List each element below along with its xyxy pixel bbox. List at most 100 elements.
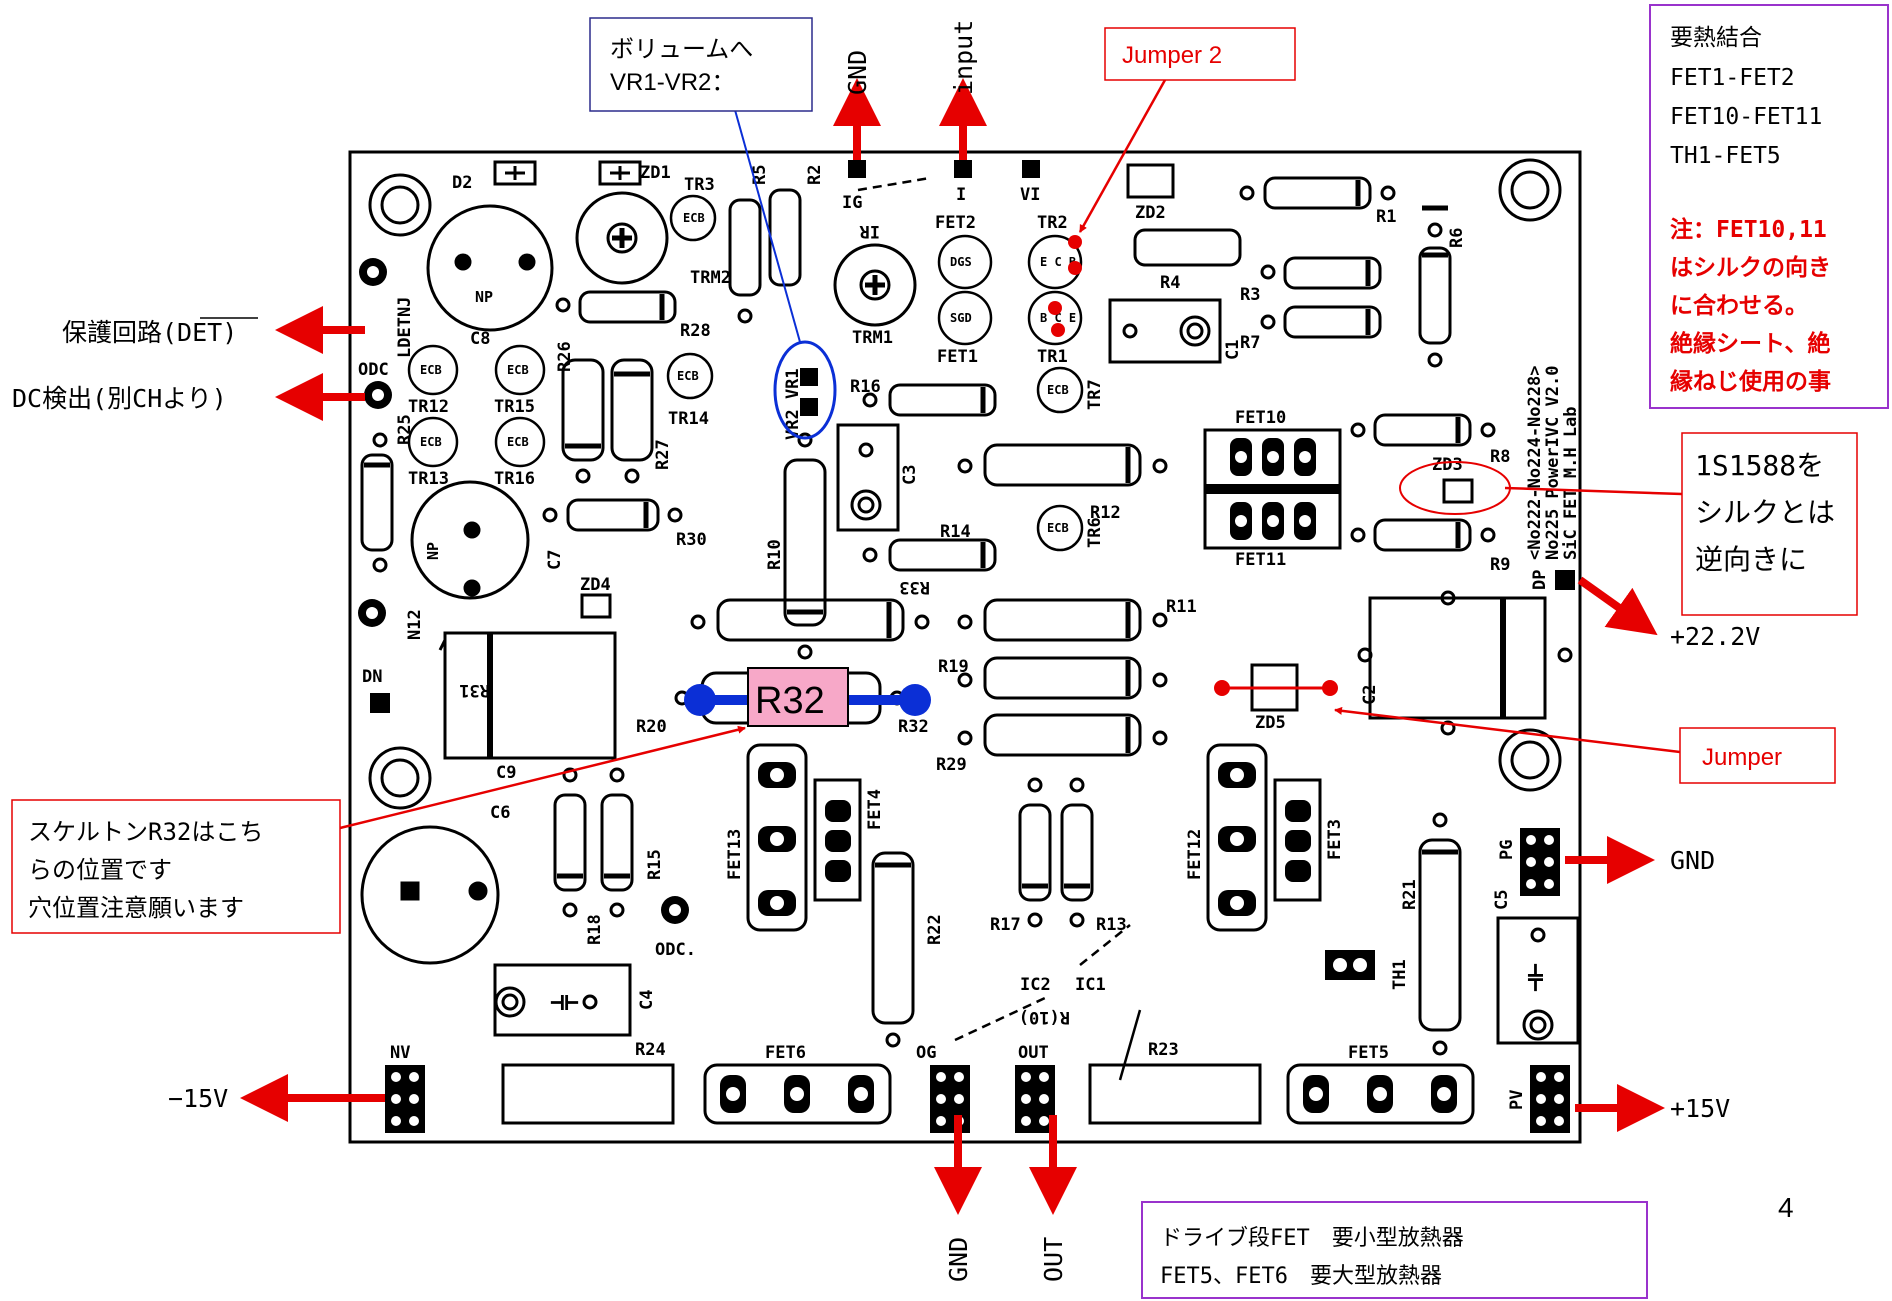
label-r10b: R(10)	[1019, 1007, 1070, 1027]
page-number: 4	[1778, 1192, 1794, 1223]
terminal-22v: +22.2V	[1670, 622, 1760, 651]
callout-heat-line1: 要熱結合	[1670, 25, 1762, 51]
terminal-out-bottom: OUT	[1039, 1237, 1068, 1282]
label-trm1: TRM1	[852, 328, 893, 348]
callout-jumper: Jumper	[1679, 727, 1836, 784]
callout-skeleton-line3: 穴位置注意願います	[28, 894, 244, 922]
svg-text:ECB: ECB	[1047, 521, 1069, 535]
capacitor-c6	[360, 825, 500, 965]
label-fet2: FET2	[935, 213, 976, 233]
callout-skeleton-line1: スケルトンR32はこち	[28, 818, 263, 846]
label-r13: R13	[1096, 915, 1127, 935]
label-fet3: FET3	[1325, 819, 1345, 860]
label-c9: C9	[496, 763, 516, 783]
svg-text:DGS: DGS	[950, 255, 972, 269]
label-r11: R11	[1166, 597, 1197, 617]
label-odc: ODC	[358, 360, 389, 380]
callout-diode-line2: シルクとは	[1695, 496, 1835, 529]
label-tr7: TR7	[1085, 379, 1105, 410]
svg-text:ECB: ECB	[507, 363, 529, 377]
trimmer-trm1	[833, 243, 917, 327]
label-r22: R22	[925, 914, 945, 945]
callout-heatsink: ドライブ段FET 要小型放熱器 FET5、FET6 要大型放熱器	[1141, 1201, 1648, 1299]
label-dn: DN	[362, 667, 382, 687]
label-r9: R9	[1490, 555, 1510, 575]
terminal-gnd-top: GND	[843, 50, 872, 95]
callout-diode-line1: 1S1588を	[1695, 449, 1824, 482]
label-tr16: TR16	[494, 469, 535, 489]
callout-heat-note1: 注：FET10,11	[1670, 216, 1827, 243]
label-pv: PV	[1507, 1090, 1527, 1110]
capacitor-c8	[426, 204, 554, 332]
terminal-gnd-bottom: GND	[944, 1237, 973, 1282]
label-zd4: ZD4	[580, 575, 611, 595]
callout-heat-note4: 絶縁シート、絶	[1670, 330, 1831, 357]
label-r23: R23	[1148, 1040, 1179, 1060]
callout-heat-line4: TH1-FET5	[1670, 143, 1781, 169]
dashed-links	[857, 176, 1131, 1042]
label-r33: R33	[899, 577, 930, 597]
mounting-holes	[368, 158, 1562, 810]
svg-text:ECB: ECB	[420, 363, 442, 377]
callout-volume: ボリュームへ VR1-VR2：	[589, 17, 813, 112]
label-fet4: FET4	[865, 789, 885, 830]
svg-text:E C B: E C B	[1040, 255, 1076, 269]
fet-pad-holes	[726, 451, 1451, 1101]
zd3-highlight-ellipse	[1399, 461, 1511, 515]
label-r14: R14	[940, 522, 971, 542]
cap-lead	[1118, 1009, 1142, 1081]
label-r32-silk: R32	[898, 717, 929, 737]
label-c5: C5	[1492, 890, 1512, 910]
svg-text:ECB: ECB	[507, 435, 529, 449]
label-tr3: TR3	[684, 175, 715, 195]
callout-heatsink-line1: ドライブ段FET 要小型放熱器	[1160, 1226, 1464, 1251]
resistor-labels: R1 R6 R5 R2 R4 R3 R7 R28 R26 R27 R25 R16…	[395, 165, 1510, 1060]
pin-header-holes	[391, 835, 1564, 1126]
label-r31: R31	[459, 680, 490, 700]
label-tr6: TR6	[1085, 517, 1105, 548]
label-out: OUT	[1018, 1043, 1049, 1063]
label-r3: R3	[1240, 285, 1260, 305]
label-ic2: IC2	[1020, 975, 1051, 995]
terminal-pads	[358, 160, 1575, 924]
diode-top-left	[493, 160, 642, 186]
transistors	[407, 194, 1084, 552]
label-tr14: TR14	[668, 409, 709, 429]
label-tr13: TR13	[408, 469, 449, 489]
label-nv: NV	[390, 1043, 410, 1063]
terminal-protect: 保護回路(DET)	[62, 318, 237, 347]
label-r7: R7	[1240, 333, 1260, 353]
terminal-gnd-right: GND	[1670, 846, 1715, 875]
callout-volume-line1: ボリュームへ	[610, 36, 753, 63]
capacitor-c7	[410, 480, 530, 600]
label-r20: R20	[636, 717, 667, 737]
label-r16: R16	[850, 377, 881, 397]
label-r24: R24	[635, 1040, 666, 1060]
label-tr1: TR1	[1037, 347, 1068, 367]
label-r6: R6	[1447, 228, 1467, 248]
label-r30: R30	[676, 530, 707, 550]
callout-skeleton: スケルトンR32はこち らの位置です 穴位置注意願います	[11, 799, 341, 934]
callout-diode-line3: 逆向きに	[1695, 543, 1807, 576]
label-i: I	[956, 185, 966, 205]
terminal-15v-plus: +15V	[1670, 1094, 1730, 1123]
label-r4: R4	[1160, 273, 1180, 293]
terminal-15v-minus: −15V	[168, 1084, 228, 1113]
callout-heat-note2: はシルクの向き	[1670, 254, 1831, 281]
label-np-2: NP	[424, 542, 442, 560]
label-fet10: FET10	[1235, 408, 1286, 428]
label-d2: D2	[452, 173, 472, 193]
pcb-board	[348, 150, 1582, 1144]
label-c2: C2	[1360, 685, 1380, 705]
label-r1: R1	[1376, 207, 1396, 227]
label-r10: R10	[765, 539, 785, 570]
terminal-dc-detect: DC検出(別CHより)	[12, 384, 227, 413]
label-zd5: ZD5	[1255, 713, 1286, 733]
callout-diode: 1S1588を シルクとは 逆向きに	[1681, 432, 1858, 616]
label-zd2: ZD2	[1135, 203, 1166, 223]
callout-skeleton-line2: らの位置です	[28, 856, 172, 884]
label-c7: C7	[545, 550, 565, 570]
label-odc2: ODC.	[655, 940, 696, 960]
label-r21: R21	[1400, 879, 1420, 910]
